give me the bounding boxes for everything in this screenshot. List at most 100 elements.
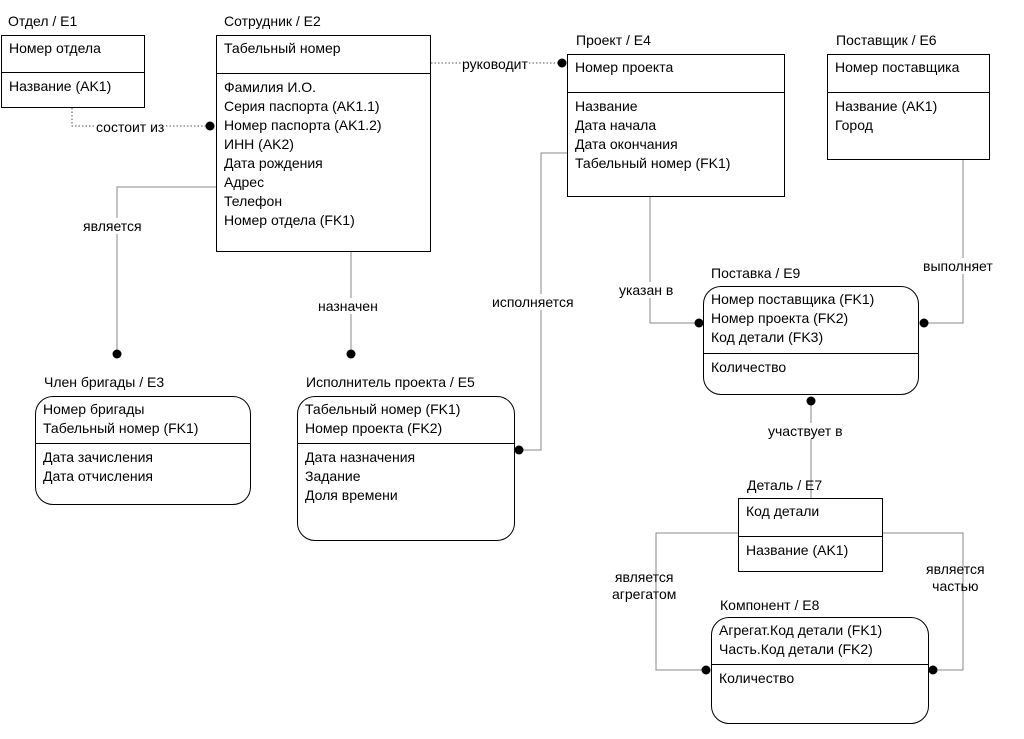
- attribute: Телефон: [224, 193, 283, 209]
- attribute: Доля времени: [305, 487, 398, 503]
- label-ukazan-v: указан в: [619, 282, 674, 298]
- label-yavlyaetsya: является: [83, 218, 142, 234]
- attribute: Название: [575, 98, 638, 114]
- cardinality-dot: [346, 349, 356, 359]
- label-vypolnyaet: выполняет: [923, 258, 993, 274]
- key-attribute: Код детали: [746, 503, 820, 519]
- cardinality-dot: [205, 121, 215, 131]
- entity-title-e6: Поставщик / E6: [836, 32, 937, 48]
- line-yavlyaetsya: [116, 186, 216, 354]
- non-key-area: Название (AK1): [2, 73, 144, 96]
- attribute: Дата отчисления: [43, 468, 153, 484]
- label-rukovodit: руководит: [462, 56, 528, 72]
- attribute: Задание: [305, 468, 361, 484]
- attribute: Табельный номер (FK1): [575, 155, 731, 171]
- entity-title-e3: Член бригады / E3: [44, 374, 165, 390]
- attribute: Название (AK1): [9, 78, 112, 94]
- line-ukazan-v: [649, 197, 699, 324]
- key-attribute: Номер бригады: [43, 401, 145, 417]
- primary-key-area: Номер отдела: [2, 36, 144, 73]
- non-key-area: Количество: [712, 665, 928, 688]
- label-line: агрегатом: [612, 586, 677, 602]
- attribute: Дата зачисления: [43, 449, 153, 465]
- label-line: частью: [932, 578, 979, 594]
- key-attribute: Номер поставщика: [835, 59, 960, 75]
- key-attribute: Номер проекта (FK2): [305, 420, 443, 436]
- entity-title-e5: Исполнитель проекта / E5: [306, 374, 475, 390]
- key-attribute: Часть.Код детали (FK2): [719, 641, 873, 657]
- entity-e8[interactable]: Агрегат.Код детали (FK1) Часть.Код детали…: [711, 617, 929, 724]
- cardinality-dot: [806, 396, 816, 406]
- label-line: является: [926, 561, 985, 577]
- key-attribute: Номер проекта (FK2): [711, 310, 849, 326]
- entity-title-e9: Поставка / E9: [711, 265, 801, 281]
- attribute: Количество: [719, 670, 795, 686]
- primary-key-area: Номер проекта: [568, 55, 784, 93]
- entity-title-e2: Сотрудник / E2: [224, 13, 321, 29]
- label-ispolnyaetsya: исполняется: [492, 294, 574, 310]
- non-key-area: Название (AK1) Город: [828, 93, 989, 135]
- key-attribute: Номер поставщика (FK1): [711, 291, 875, 307]
- attribute: Дата окончания: [575, 136, 678, 152]
- attribute: Адрес: [224, 174, 265, 190]
- attribute: Дата назначения: [305, 449, 416, 465]
- key-attribute: Табельный номер (FK1): [305, 401, 461, 417]
- attribute: Количество: [711, 359, 787, 375]
- entity-title-e1: Отдел / E1: [8, 13, 78, 29]
- attribute: Фамилия И.О.: [224, 79, 317, 95]
- primary-key-area: Номер поставщика: [828, 55, 989, 93]
- entity-title-e8: Компонент / E8: [720, 597, 820, 613]
- primary-key-area: Табельный номер (FK1) Номер проекта (FK2): [298, 397, 514, 444]
- primary-key-area: Номер поставщика (FK1) Номер проекта (FK2…: [704, 287, 918, 354]
- key-attribute: Табельный номер (FK1): [43, 420, 199, 436]
- non-key-area: Фамилия И.О. Серия паспорта (AK1.1) Номер …: [217, 74, 430, 230]
- cardinality-dot: [919, 318, 929, 328]
- line-yavlyaetsya-chastyu: [883, 532, 964, 671]
- line-vypolnyaet: [924, 160, 964, 324]
- attribute: Номер паспорта (AK1.2): [224, 117, 382, 133]
- attribute: Серия паспорта (AK1.1): [224, 98, 380, 114]
- key-attribute: Код детали (FK3): [711, 329, 824, 345]
- entity-e5[interactable]: Табельный номер (FK1) Номер проекта (FK2)…: [297, 396, 515, 541]
- attribute: Дата начала: [575, 117, 657, 133]
- label-line: является: [614, 569, 674, 585]
- cardinality-dot: [694, 318, 704, 328]
- entity-title-e7: Деталь / E7: [747, 477, 823, 493]
- non-key-area: Количество: [704, 354, 918, 377]
- line-yavlyaetsya-agregatom: [655, 532, 738, 671]
- non-key-area: Название (AK1): [739, 537, 882, 560]
- primary-key-area: Агрегат.Код детали (FK1) Часть.Код детали…: [712, 618, 928, 665]
- entity-title-e4: Проект / E4: [576, 32, 651, 48]
- attribute: Дата рождения: [224, 155, 323, 171]
- primary-key-area: Код детали: [739, 499, 882, 537]
- attribute: Название (AK1): [746, 542, 849, 558]
- label-uchastvuet-v: участвует в: [768, 423, 843, 439]
- entity-e9[interactable]: Номер поставщика (FK1) Номер проекта (FK2…: [703, 286, 919, 395]
- cardinality-dot: [557, 58, 567, 68]
- key-attribute: Табельный номер: [224, 40, 341, 56]
- attribute: Город: [835, 117, 873, 133]
- attribute: ИНН (AK2): [224, 136, 294, 152]
- label-naznachen: назначен: [318, 298, 378, 314]
- key-attribute: Агрегат.Код детали (FK1): [719, 622, 883, 638]
- primary-key-area: Табельный номер: [217, 36, 430, 74]
- attribute: Название (AK1): [835, 98, 938, 114]
- label-sostoit-iz: состоит из: [96, 119, 165, 135]
- key-attribute: Номер проекта: [575, 59, 674, 75]
- attribute: Номер отдела (FK1): [224, 212, 355, 228]
- cardinality-dot: [928, 665, 938, 675]
